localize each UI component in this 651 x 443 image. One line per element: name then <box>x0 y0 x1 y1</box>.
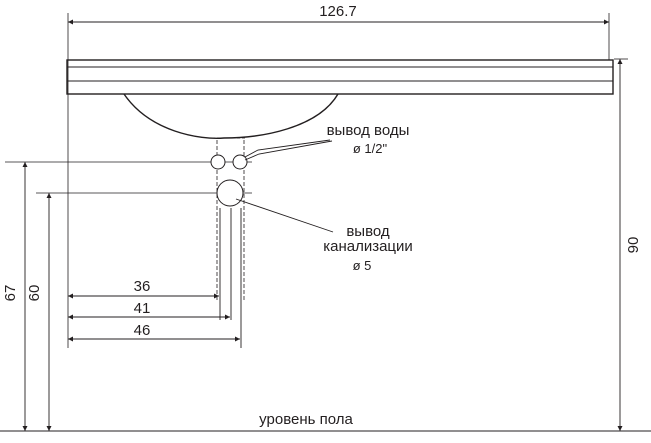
dimension-60-label: 60 <box>26 285 43 302</box>
dimension-36-label: 36 <box>134 278 151 295</box>
sewer-outlet-label-line1: вывод <box>346 223 390 240</box>
dimension-41-label: 41 <box>134 300 151 317</box>
water-outlets <box>210 154 248 170</box>
extension-lines <box>5 13 628 348</box>
sewer-outlet-label-line2: канализации <box>323 238 413 255</box>
dimension-67-label: 67 <box>2 285 19 302</box>
dimension-width-label: 126.7 <box>319 3 357 20</box>
water-diameter-label: ø 1/2" <box>353 141 388 156</box>
water-outlet-label: вывод воды <box>327 122 410 139</box>
sink-basin <box>123 93 339 139</box>
water-outlet-leaders <box>244 139 333 161</box>
sink-countertop <box>66 59 614 95</box>
floor-level-label: уровень пола <box>259 411 353 428</box>
pipe-drop-lines <box>219 208 242 348</box>
sewer-diameter-label: ø 5 <box>353 258 372 273</box>
dimension-lines <box>22 19 623 431</box>
sewer-outlet <box>216 179 244 207</box>
sewer-outlet-leader <box>235 198 334 233</box>
dimension-height-label: 90 <box>625 237 642 254</box>
dimension-46-label: 46 <box>134 322 151 339</box>
